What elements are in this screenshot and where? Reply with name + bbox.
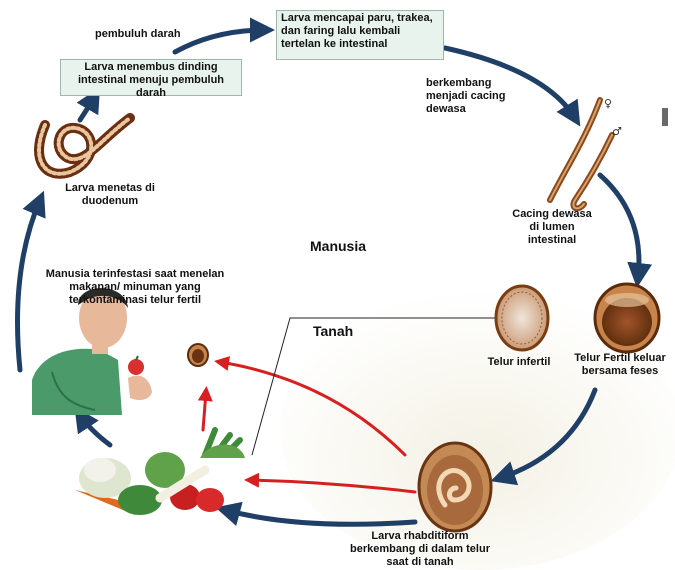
label-larva-hatch: Larva menetas di duodenum bbox=[57, 182, 163, 208]
edge-marker bbox=[662, 108, 668, 126]
svg-text:♀: ♀ bbox=[604, 97, 612, 110]
box-larva-reaches-lungs: Larva mencapai paru, trakea, dan faring … bbox=[276, 10, 444, 60]
svg-text:♂: ♂ bbox=[612, 125, 622, 138]
zone-soil: Tanah bbox=[313, 323, 353, 339]
fertile-egg-illustration bbox=[595, 284, 659, 352]
embryonated-egg-illustration bbox=[419, 443, 491, 531]
label-fertile-egg: Telur Fertil keluar bersama feses bbox=[566, 352, 674, 378]
vegetables-illustration bbox=[75, 430, 245, 515]
infertile-egg-illustration bbox=[496, 286, 548, 350]
label-rhabditiform: Larva rhabditiform berkembang di dalam t… bbox=[350, 530, 490, 569]
red-arrow-up bbox=[203, 392, 206, 430]
adult-worms-illustration: ♀ ♂ bbox=[550, 97, 622, 208]
small-egg-illustration bbox=[188, 344, 208, 366]
human-eating-illustration bbox=[32, 288, 152, 415]
label-infertile-egg: Telur infertil bbox=[484, 356, 554, 369]
box-larva-penetrates: Larva menembus dinding intestinal menuju… bbox=[60, 59, 242, 96]
arrow-vessel-to-lungs bbox=[175, 30, 265, 52]
arrow-food-to-human bbox=[80, 415, 110, 445]
arrow-human-to-duodenum bbox=[18, 200, 41, 370]
zone-human: Manusia bbox=[310, 238, 366, 254]
arrow-duodenum-to-penetrate bbox=[80, 96, 95, 120]
arrow-adult-to-eggs bbox=[600, 175, 639, 278]
label-develops-adult: berkembang menjadi cacing dewasa bbox=[426, 77, 536, 116]
hatched-larva-illustration bbox=[39, 118, 130, 174]
label-human-infected: Manusia terinfestasi saat menelan makana… bbox=[40, 268, 230, 307]
label-adult-worm: Cacing dewasa di lumen intestinal bbox=[506, 208, 598, 247]
label-blood-vessel: pembuluh darah bbox=[95, 28, 181, 41]
